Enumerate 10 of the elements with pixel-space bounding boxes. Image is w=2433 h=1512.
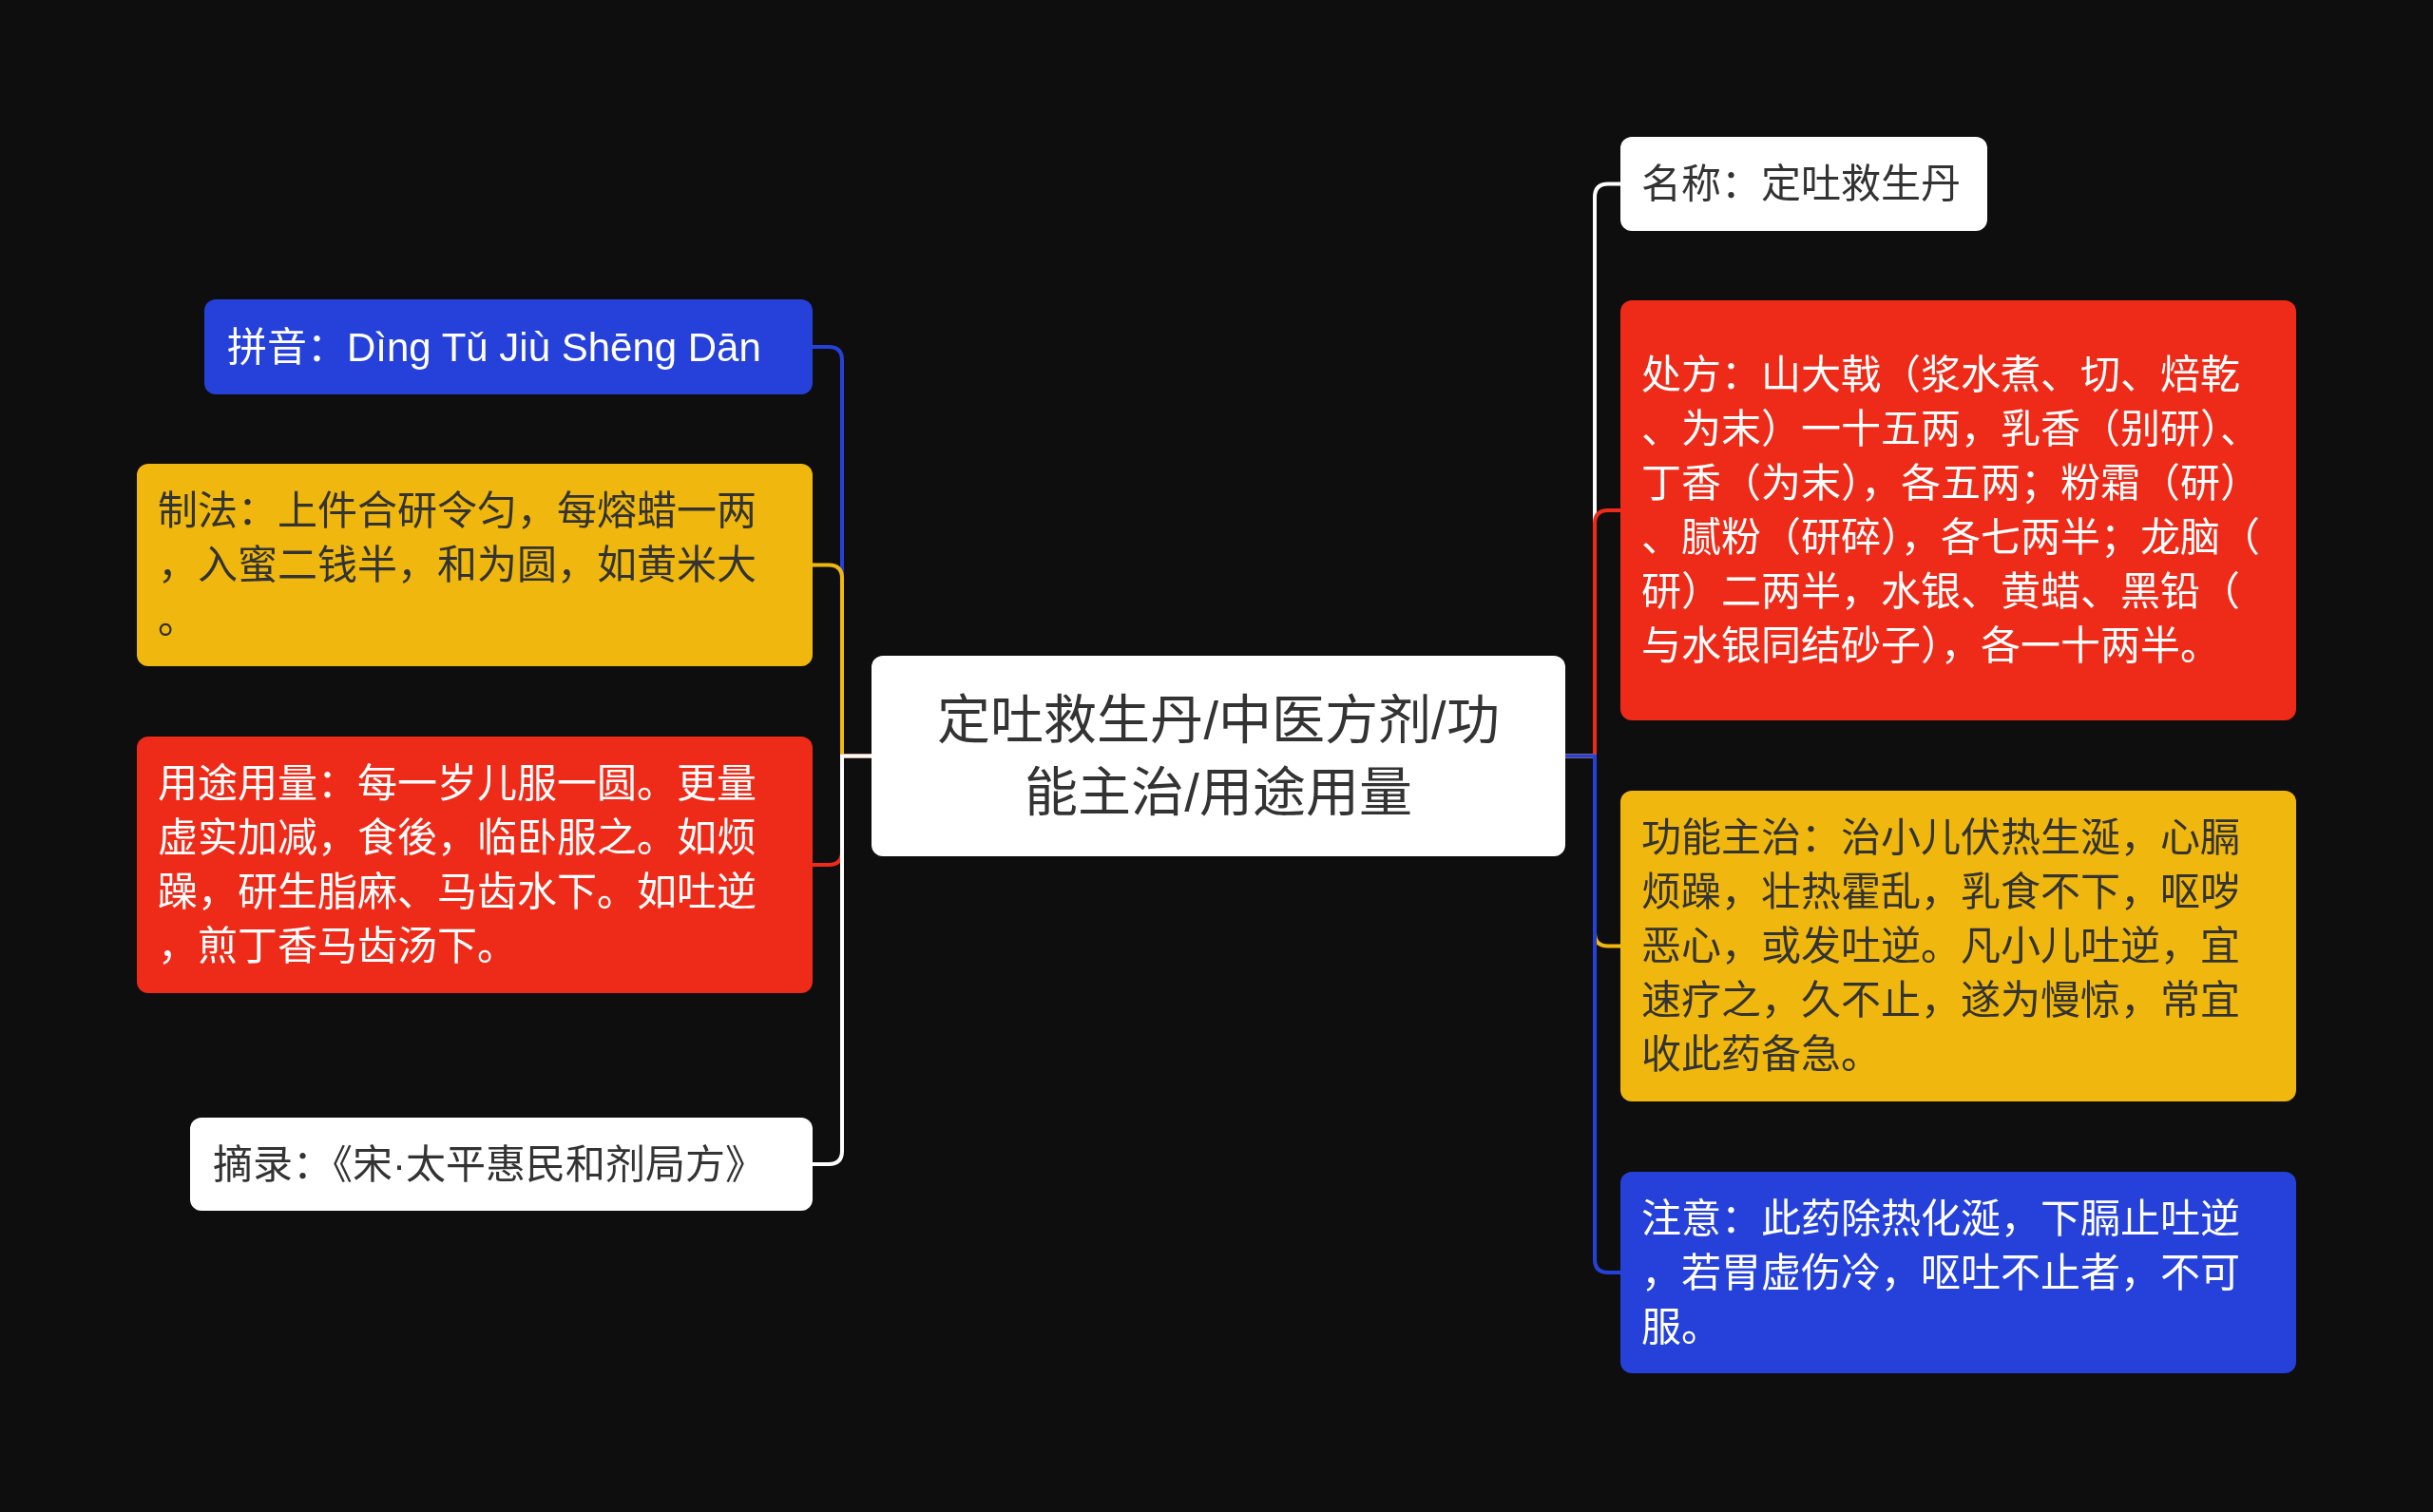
topic-box: 注意：此药除热化涎，下膈止吐逆，若胃虚伤冷，呕吐不止者，不可服。 bbox=[1620, 1172, 2296, 1373]
topic-box: 功能主治：治小儿伏热生涎，心膈烦躁，壮热霍乱，乳食不下，呕哕恶心，或发吐逆。凡小儿吐逆，宜速疗之，久不止，遂为慢惊，常宜收此药备急。 bbox=[1620, 791, 2296, 1101]
topic-box: 制法：上件合研令匀，每熔蜡一两，入蜜二钱半，和为圆，如黄米大。 bbox=[137, 464, 813, 666]
topic-box: 拼音：Dìng Tǔ Jiù Shēng Dān bbox=[204, 299, 813, 394]
central-topic-box: 定吐救生丹/中医方剂/功能主治/用途用量 bbox=[872, 656, 1565, 856]
connector-line bbox=[1565, 754, 1620, 1274]
topic-box: 摘录：《宋·太平惠民和剂局方》 bbox=[190, 1118, 813, 1211]
topic-box: 用途用量：每一岁儿服一圆。更量虚实加减，食後，临卧服之。如烦躁，研生脂麻、马齿水下。如吐逆，煎丁香马齿汤下。 bbox=[137, 737, 813, 993]
topic-box: 名称：定吐救生丹 bbox=[1620, 137, 1987, 231]
topic-box: 处方：山大戟（浆水煮、切、焙乾、为末）一十五两，乳香（别研）、丁香（为末），各五两；粉霜（研）、腻粉（研碎），各七两半；龙脑（研）二两半，水银、黄蜡、黑铅（与水银同结砂子），各一十两半。 bbox=[1620, 300, 2296, 720]
